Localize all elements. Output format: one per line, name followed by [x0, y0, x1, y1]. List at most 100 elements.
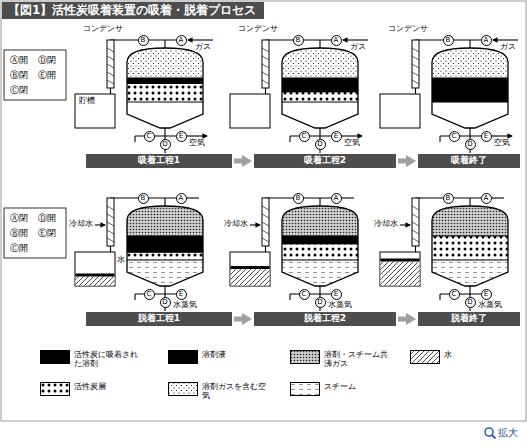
condenser-coil — [107, 80, 114, 84]
zoom-link: 拡大 — [498, 427, 518, 438]
flow-label: 空気 — [494, 139, 510, 148]
adsorber-vessel-group — [75, 40, 213, 153]
condenser-coil — [262, 238, 269, 242]
valve-letter: B — [446, 37, 451, 44]
legend-swatch — [290, 382, 320, 396]
adsorbed-solvent — [125, 78, 205, 84]
pipe — [110, 88, 111, 94]
valve-circle: A — [176, 193, 187, 204]
legend-swatch — [410, 350, 440, 364]
pipe — [164, 198, 165, 206]
condenser-coil — [107, 222, 114, 226]
pipe — [265, 246, 266, 252]
carbon-bed — [280, 78, 360, 102]
drain-pipe — [134, 294, 135, 300]
condenser — [262, 40, 269, 88]
step-label: 脱着終了 — [451, 314, 487, 324]
valve-state-box — [4, 208, 66, 258]
drain-pipe — [439, 136, 440, 142]
condenser — [412, 198, 419, 246]
adsorber-vessel-group — [380, 40, 518, 153]
lower-space — [280, 260, 360, 288]
step-bar: 脱着工程2 — [254, 312, 396, 326]
tank-solvent — [231, 266, 270, 269]
pipe — [342, 197, 354, 198]
vessel-outline — [127, 206, 203, 286]
legend-swatch-fill — [169, 383, 198, 396]
valve-letter: A — [179, 195, 184, 202]
part-label: コンデンサ — [388, 25, 428, 34]
tank-water — [231, 269, 270, 286]
lower-space — [430, 102, 510, 130]
legend-swatch-fill — [291, 351, 320, 364]
legend-item: 溶剤液 — [168, 350, 272, 364]
legend-swatch — [168, 350, 198, 364]
title-banner: 【図1】活性炭吸着装置の吸着・脱着プロセス — [2, 2, 264, 19]
valve-circle: B — [138, 193, 149, 204]
pipe — [415, 246, 416, 252]
valve-circle: E — [481, 131, 492, 142]
gas-inlet-arrow — [188, 39, 213, 40]
valve-circle: C — [449, 131, 460, 142]
legend-text: 活性炭に吸着された溶剤 — [74, 350, 144, 368]
vessel-outline — [282, 48, 358, 128]
condenser-coil — [107, 72, 114, 76]
drain-pipe — [289, 136, 290, 142]
valve-letter: C — [452, 133, 457, 140]
vessel-contents — [430, 46, 510, 130]
legend-swatch — [168, 382, 198, 396]
condenser-coil — [262, 72, 269, 76]
condenser-coil — [412, 222, 419, 226]
valve-circle: A — [331, 35, 342, 46]
legend-swatch-fill — [411, 351, 440, 364]
carbon-bed — [430, 78, 510, 102]
storage-tank — [230, 252, 270, 286]
bed-support — [282, 77, 358, 78]
magnifier-lens — [485, 428, 493, 436]
gas-inlet-arrow — [493, 39, 518, 40]
valve-letter: E — [334, 291, 338, 298]
adsorbed-solvent — [430, 78, 510, 102]
part-label: コンデンサ — [83, 25, 123, 34]
flow-label: ガス — [500, 43, 516, 52]
flow-label: 冷却水 — [374, 220, 398, 229]
air-outlet-arrow — [187, 135, 207, 136]
legend-text: スチーム — [324, 382, 394, 391]
legend-item: 溶剤・スチーム共沸ガス — [290, 350, 394, 368]
valve-circle: B — [443, 35, 454, 46]
valve-state: Ⓔ開 — [38, 71, 56, 81]
valve-letter: D — [317, 299, 322, 306]
figure-frame — [1, 1, 526, 421]
valve-state: Ⓓ開 — [38, 214, 56, 224]
valve-letter: E — [179, 291, 183, 298]
condenser — [107, 40, 114, 88]
step-arrow — [234, 159, 243, 164]
valve-letter: C — [302, 291, 307, 298]
bed-support — [127, 101, 203, 102]
adsorber-vessel-group — [380, 198, 510, 311]
flow-label: 冷却水 — [224, 220, 248, 229]
condenser-coil — [262, 64, 269, 68]
bed-support — [282, 235, 358, 236]
flow-label: ガス — [350, 43, 366, 52]
legend-item: 水 — [410, 350, 514, 364]
valve-letter: C — [302, 133, 307, 140]
vessel-outline — [127, 48, 203, 128]
part-label: 貯槽 — [79, 97, 95, 106]
tank-water — [76, 277, 115, 286]
legend-text: 溶剤ガスを含む空気 — [202, 382, 272, 400]
carbon-bed — [125, 236, 205, 260]
valve-letter: E — [484, 133, 488, 140]
valve-letter: E — [484, 291, 488, 298]
condenser-coil — [262, 56, 269, 60]
legend-item: 溶剤ガスを含む空気 — [168, 382, 272, 400]
condenser-coil — [107, 230, 114, 234]
legend-swatch-fill — [169, 351, 198, 364]
part-label: コンデンサ — [238, 25, 278, 34]
legend-swatch-fill — [41, 351, 70, 364]
carbon-bed — [125, 78, 205, 102]
tank-solvent — [381, 259, 420, 262]
pipe — [164, 40, 165, 48]
bed-support — [432, 101, 508, 102]
valve-letter: D — [317, 141, 322, 148]
